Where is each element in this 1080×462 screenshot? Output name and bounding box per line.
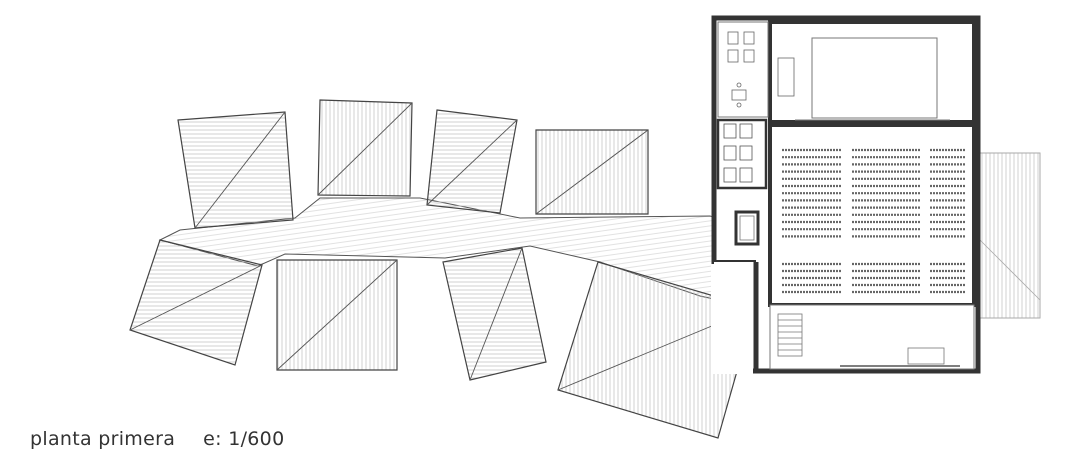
pavilion-8 (557, 261, 756, 439)
pavilion-ridge-6 (276, 259, 398, 371)
pavilion-ridge-3 (426, 119, 518, 206)
pavilion-5 (129, 239, 263, 366)
foyer-stair (777, 313, 803, 357)
pavilion-1 (177, 111, 294, 229)
caption-scale: e: 1/600 (203, 428, 285, 450)
drawing-caption: planta primera e: 1/600 (30, 428, 284, 450)
pavilion-ridge-4 (535, 129, 649, 215)
auditorium-seating (782, 148, 965, 294)
pavilion-ridge-2 (317, 102, 413, 196)
main-building (711, 15, 981, 374)
pavilion-7 (442, 247, 547, 381)
pavilion-ridge-1 (194, 111, 286, 229)
pavilion-3 (426, 109, 518, 214)
pavilion-blocks (129, 99, 756, 439)
toilet-stalls (723, 123, 753, 183)
east-annex (979, 152, 1041, 319)
pavilion-ridge-5 (129, 264, 263, 331)
caption-title: planta primera (30, 428, 176, 450)
office-furniture (727, 31, 795, 108)
pavilion-ridge-7 (469, 247, 523, 381)
